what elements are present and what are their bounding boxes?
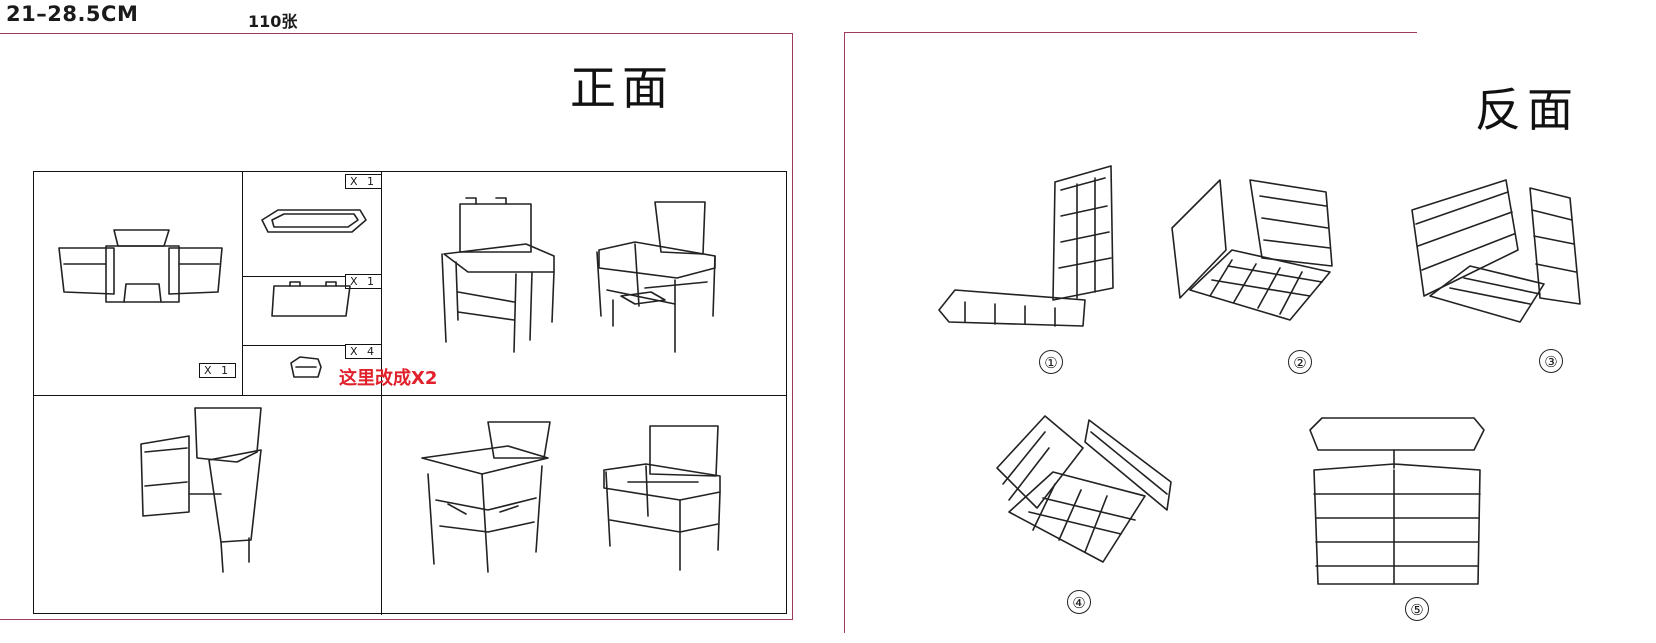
revision-note: 这里改成X2 <box>339 368 438 389</box>
qty-label-connector: X 4 <box>345 344 383 359</box>
side-table-illustration <box>58 229 223 303</box>
box-step1-illustration <box>938 165 1114 327</box>
step-number-4: ④ <box>1067 590 1091 614</box>
chair-assembly-step1-illustration <box>441 197 555 353</box>
chair-with-table-illustration <box>421 421 551 573</box>
box-step3-illustration <box>1411 179 1581 323</box>
size-range-label: 21–28.5CM <box>6 2 139 26</box>
box-step2-illustration <box>1171 179 1333 321</box>
step-number-5: ⑤ <box>1405 597 1429 621</box>
front-panel <box>0 33 793 620</box>
back-panel <box>844 32 1417 633</box>
backrest-panel-part-icon <box>271 281 351 317</box>
step-number-1: ① <box>1039 350 1063 374</box>
box-step4-illustration <box>996 415 1172 563</box>
box-step5-illustration <box>1309 417 1485 585</box>
front-title: 正面 <box>570 61 674 115</box>
qty-label-backrest: X 1 <box>345 274 383 289</box>
seat-frame-part-icon <box>261 209 367 233</box>
connector-clip-part-icon <box>290 356 322 378</box>
qty-label-seat-frame: X 1 <box>345 174 383 189</box>
chair-assembly-step2-illustration <box>596 201 716 353</box>
qty-label-table: X 1 <box>199 363 237 378</box>
assembly-grid <box>33 171 787 615</box>
step-number-2: ② <box>1288 350 1312 374</box>
finished-chair-illustration <box>603 425 721 571</box>
step-number-3: ③ <box>1539 349 1563 373</box>
chair-assembly-step3-illustration <box>140 407 262 573</box>
sheet-count-label: 110张 <box>248 12 298 31</box>
back-title: 反面 <box>1475 83 1579 137</box>
